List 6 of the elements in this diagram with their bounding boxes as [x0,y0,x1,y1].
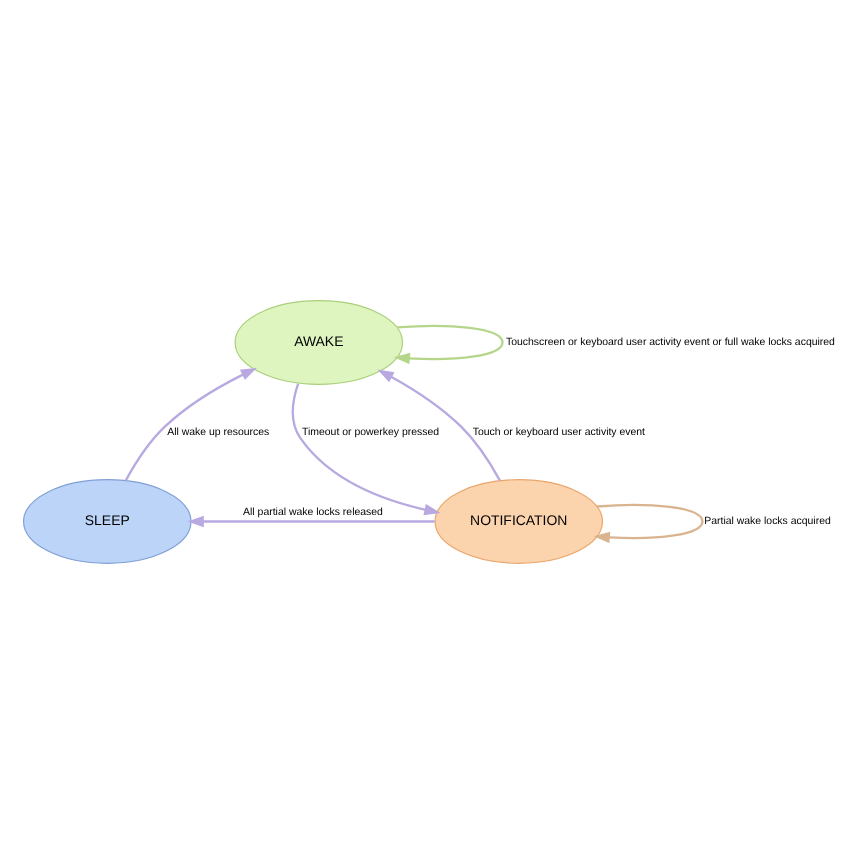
arrow [124,366,258,480]
arrow [377,368,501,481]
arrow [393,323,504,364]
arrow [593,502,704,543]
arrow [187,514,435,527]
arrow [291,382,441,515]
